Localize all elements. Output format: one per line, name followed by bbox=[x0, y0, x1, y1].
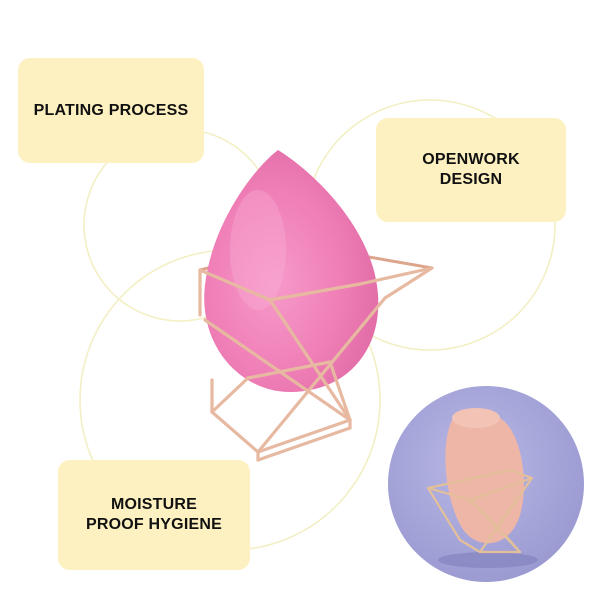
inset-sponge bbox=[445, 412, 524, 544]
label-openwork-line1: OPENWORK bbox=[422, 151, 520, 168]
sponge-highlight bbox=[230, 190, 286, 310]
label-plating-line1: PLATING PROCESS bbox=[33, 101, 189, 119]
label-openwork-design: OPENWORK DESIGN bbox=[376, 118, 566, 222]
label-openwork-line2: DESIGN bbox=[439, 171, 503, 188]
label-moisture-line2: PROOF HYGIENE bbox=[86, 516, 222, 533]
label-plating-process: PLATING PROCESS bbox=[18, 58, 204, 163]
label-moisture-line1: MOISTURE bbox=[110, 496, 198, 513]
pink-sponge bbox=[204, 150, 379, 392]
inset-wire-stand bbox=[426, 468, 534, 554]
label-moisture-proof-hygiene: MOISTURE PROOF HYGIENE bbox=[58, 460, 250, 570]
rose-gold-wire-stand bbox=[198, 266, 434, 462]
